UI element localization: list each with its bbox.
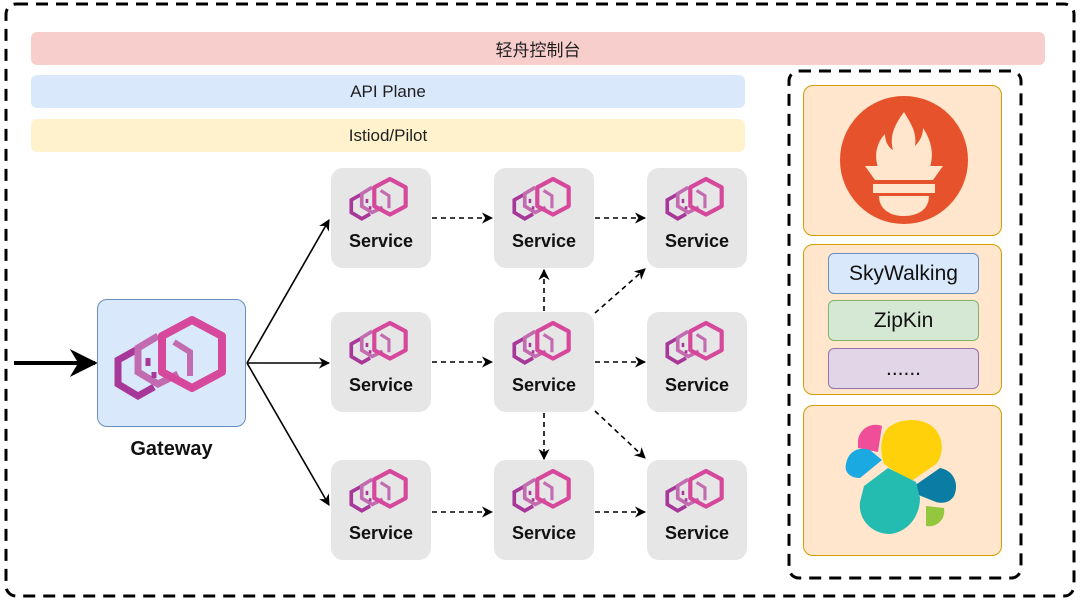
envoy-icon	[508, 318, 576, 374]
service-node-r1c2[interactable]: Service	[494, 168, 594, 268]
envoy-icon	[345, 318, 413, 374]
service-node-r1c1[interactable]: Service	[331, 168, 431, 268]
service-label: Service	[511, 375, 577, 395]
gateway-node[interactable]	[97, 299, 246, 427]
istiod-bar: Istiod/Pilot	[31, 119, 745, 152]
service-label: Service	[511, 231, 577, 251]
service-label: Service	[664, 231, 730, 251]
envoy-icon	[661, 318, 729, 374]
service-label: Service	[348, 523, 414, 543]
service-label: Service	[511, 523, 577, 543]
api-plane-label: API Plane	[350, 81, 426, 101]
service-node-r2c2[interactable]: Service	[494, 312, 594, 412]
gateway-label: Gateway	[130, 438, 213, 460]
service-label: Service	[348, 231, 414, 251]
service-node-r3c1[interactable]: Service	[331, 460, 431, 560]
service-label: Service	[664, 523, 730, 543]
console-label: 轻舟控制台	[495, 41, 581, 61]
envoy-icon	[661, 466, 729, 522]
skywalking-box[interactable]: SkyWalking	[828, 253, 979, 294]
envoy-icon	[345, 466, 413, 522]
istiod-label: Istiod/Pilot	[348, 125, 428, 145]
service-node-r3c3[interactable]: Service	[647, 460, 747, 560]
service-node-r2c3[interactable]: Service	[647, 312, 747, 412]
prometheus-icon	[840, 96, 968, 224]
service-label: Service	[348, 375, 414, 395]
metrics-card[interactable]	[803, 85, 1002, 236]
service-node-r3c2[interactable]: Service	[494, 460, 594, 560]
api-plane-bar: API Plane	[31, 75, 745, 108]
service-node-r1c3[interactable]: Service	[647, 168, 747, 268]
tracing-card: SkyWalking ZipKin ......	[803, 244, 1002, 395]
envoy-icon	[508, 174, 576, 230]
service-node-r2c1[interactable]: Service	[331, 312, 431, 412]
envoy-icon	[508, 466, 576, 522]
envoy-icon	[661, 174, 729, 230]
elastic-icon	[845, 419, 957, 534]
envoy-icon	[106, 314, 236, 414]
more-tracing-box[interactable]: ......	[828, 348, 979, 389]
s22-to-s33-arrow	[594, 410, 646, 459]
envoy-icon	[345, 174, 413, 230]
console-bar: 轻舟控制台	[31, 32, 1045, 65]
s22-to-s13-arrow	[594, 268, 646, 314]
zipkin-box[interactable]: ZipKin	[828, 300, 979, 341]
gateway-to-s11-arrow	[246, 219, 330, 364]
logging-card[interactable]	[803, 405, 1002, 556]
service-label: Service	[664, 375, 730, 395]
gateway-to-s31-arrow	[246, 362, 330, 506]
